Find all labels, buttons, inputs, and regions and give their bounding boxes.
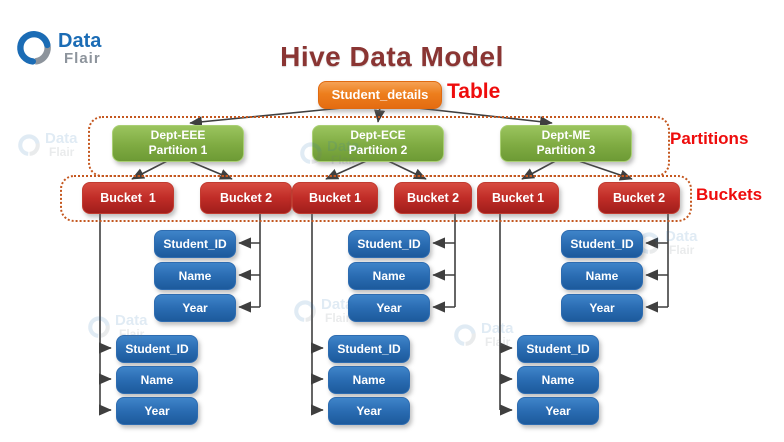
buckets-dotted-container (60, 175, 692, 222)
bucket-node-4: Bucket 2 (394, 182, 472, 214)
partition-dept: Dept-ECE (350, 128, 406, 142)
dataflair-logo-text: Data Flair (58, 31, 101, 66)
partition-node-2: Dept-ECE Partition 2 (312, 125, 444, 162)
logo-word-flair: Flair (64, 50, 101, 67)
column-node-student-id: Student_ID (517, 335, 599, 363)
partition-node-3: Dept-ME Partition 3 (500, 125, 632, 162)
column-node-name: Name (348, 262, 430, 290)
bucket-node-1: Bucket 1 (82, 182, 174, 214)
column-node-year: Year (116, 397, 198, 425)
column-node-year: Year (348, 294, 430, 322)
bucket-node-3: Bucket 1 (292, 182, 378, 214)
partition-number: Partition 2 (348, 143, 408, 157)
column-node-year: Year (561, 294, 643, 322)
partitions-annotation-label: Partitions (670, 129, 749, 148)
table-annotation-label: Table (447, 80, 501, 103)
logo-word-data: Data (58, 30, 102, 52)
column-node-student-id: Student_ID (116, 335, 198, 363)
buckets-annotation-label: Buckets (696, 185, 763, 204)
partition-dept: Dept-ME (541, 128, 591, 142)
watermark-logo-icon (88, 316, 110, 338)
column-node-year: Year (517, 397, 599, 425)
column-node-year: Year (328, 397, 410, 425)
partition-number: Partition 1 (148, 143, 208, 157)
dataflair-logo: Data Flair (14, 24, 101, 73)
column-node-name: Name (328, 366, 410, 394)
partition-dept: Dept-EEE (150, 128, 206, 142)
watermark-logo-icon (454, 324, 476, 346)
bucket-node-5: Bucket 1 (477, 182, 559, 214)
column-node-student-id: Student_ID (348, 230, 430, 258)
watermark-logo-icon (294, 300, 316, 322)
column-node-name: Name (154, 262, 236, 290)
bucket-node-2: Bucket 2 (200, 182, 292, 214)
partition-node-1: Dept-EEE Partition 1 (112, 125, 244, 162)
column-node-name: Name (116, 366, 198, 394)
page-title: Hive Data Model (280, 41, 504, 72)
column-node-student-id: Student_ID (561, 230, 643, 258)
bucket-node-6: Bucket 2 (598, 182, 680, 214)
table-node-student-details: Student_details (318, 81, 442, 109)
column-node-year: Year (154, 294, 236, 322)
column-node-student-id: Student_ID (154, 230, 236, 258)
partition-number: Partition 3 (536, 143, 596, 157)
column-node-name: Name (561, 262, 643, 290)
watermark-logo-icon (18, 134, 40, 156)
dataflair-logo-icon (14, 24, 54, 73)
column-node-name: Name (517, 366, 599, 394)
column-node-student-id: Student_ID (328, 335, 410, 363)
